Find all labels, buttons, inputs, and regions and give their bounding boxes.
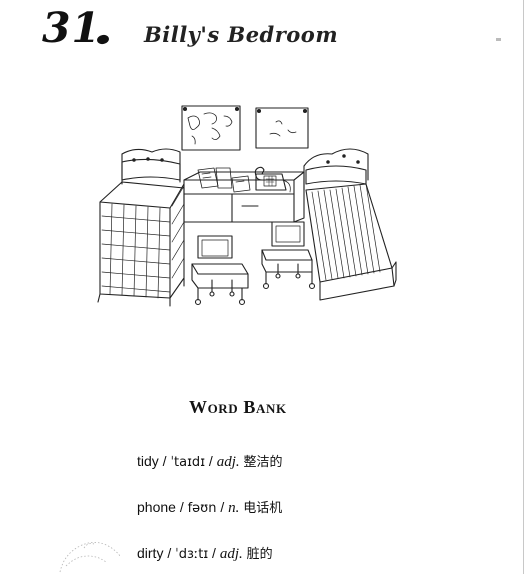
entry-pronunciation: ˈdɜːtɪ (175, 547, 209, 562)
entry-word: dirty (137, 545, 164, 561)
entry-word: tidy (137, 453, 159, 469)
world-map-picture (181, 105, 241, 151)
lesson-number-dot (96, 33, 110, 46)
entry-meaning: 脏的 (246, 547, 273, 562)
poster-picture (255, 107, 309, 149)
bedroom-illustration (97, 105, 397, 307)
word-entry-dirty: dirty / ˈdɜːtɪ / adj. 脏的 (137, 545, 273, 562)
word-entry-phone: phone / fəʊn / n. 电话机 (137, 499, 283, 516)
desk (183, 166, 305, 223)
entry-word: phone (137, 499, 176, 515)
left-chair (191, 235, 249, 306)
entry-part-of-speech: adj. (216, 454, 240, 470)
entry-pronunciation: ˈtaɪdɪ (170, 455, 206, 470)
entry-meaning: 整洁的 (243, 455, 283, 470)
right-bed (303, 148, 397, 301)
right-chair (261, 221, 316, 290)
left-bed (97, 148, 185, 307)
books-on-desk (197, 167, 251, 193)
lesson-title: Billy's Bedroom (144, 22, 339, 47)
desk-telephone (254, 166, 291, 193)
word-bank-heading: Word Bank (189, 397, 287, 417)
entry-part-of-speech: n. (228, 500, 240, 516)
entry-meaning: 电话机 (243, 501, 283, 516)
entry-pronunciation: fəʊn (187, 501, 217, 516)
page-edge-line (523, 0, 524, 574)
lesson-number: 31 (42, 4, 102, 52)
faded-sketch-decoration (59, 542, 121, 573)
scan-mark (496, 38, 501, 41)
word-entry-tidy: tidy / ˈtaɪdɪ / adj. 整洁的 (137, 453, 283, 470)
entry-part-of-speech: adj. (219, 546, 243, 562)
